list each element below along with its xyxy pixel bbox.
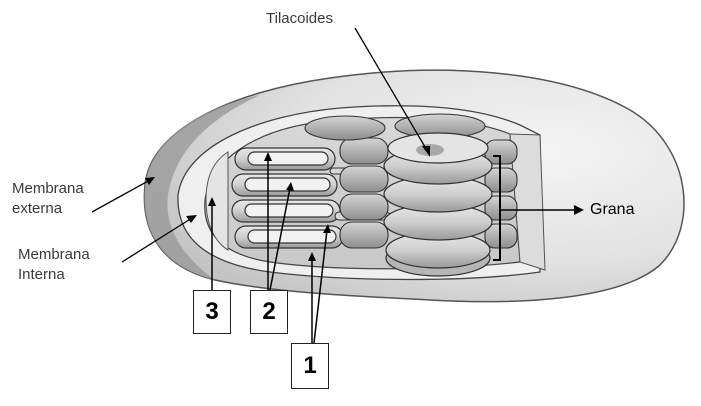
main-granum: [384, 133, 492, 276]
number-label-3: 3: [193, 290, 231, 334]
membrana-interna-label-line2: Interna: [18, 266, 65, 284]
tilacoides-label: Tilacoides: [266, 10, 333, 28]
membrana-externa-label-line2: externa: [12, 200, 62, 218]
number-label-2: 2: [250, 290, 288, 334]
membrana-interna-label-line1: Membrana: [18, 246, 90, 264]
number-label-1: 1: [291, 343, 329, 389]
membrana-externa-arrow: [92, 180, 150, 212]
membrana-externa-label-line1: Membrana: [12, 180, 84, 198]
grana-label: Grana: [590, 201, 634, 219]
